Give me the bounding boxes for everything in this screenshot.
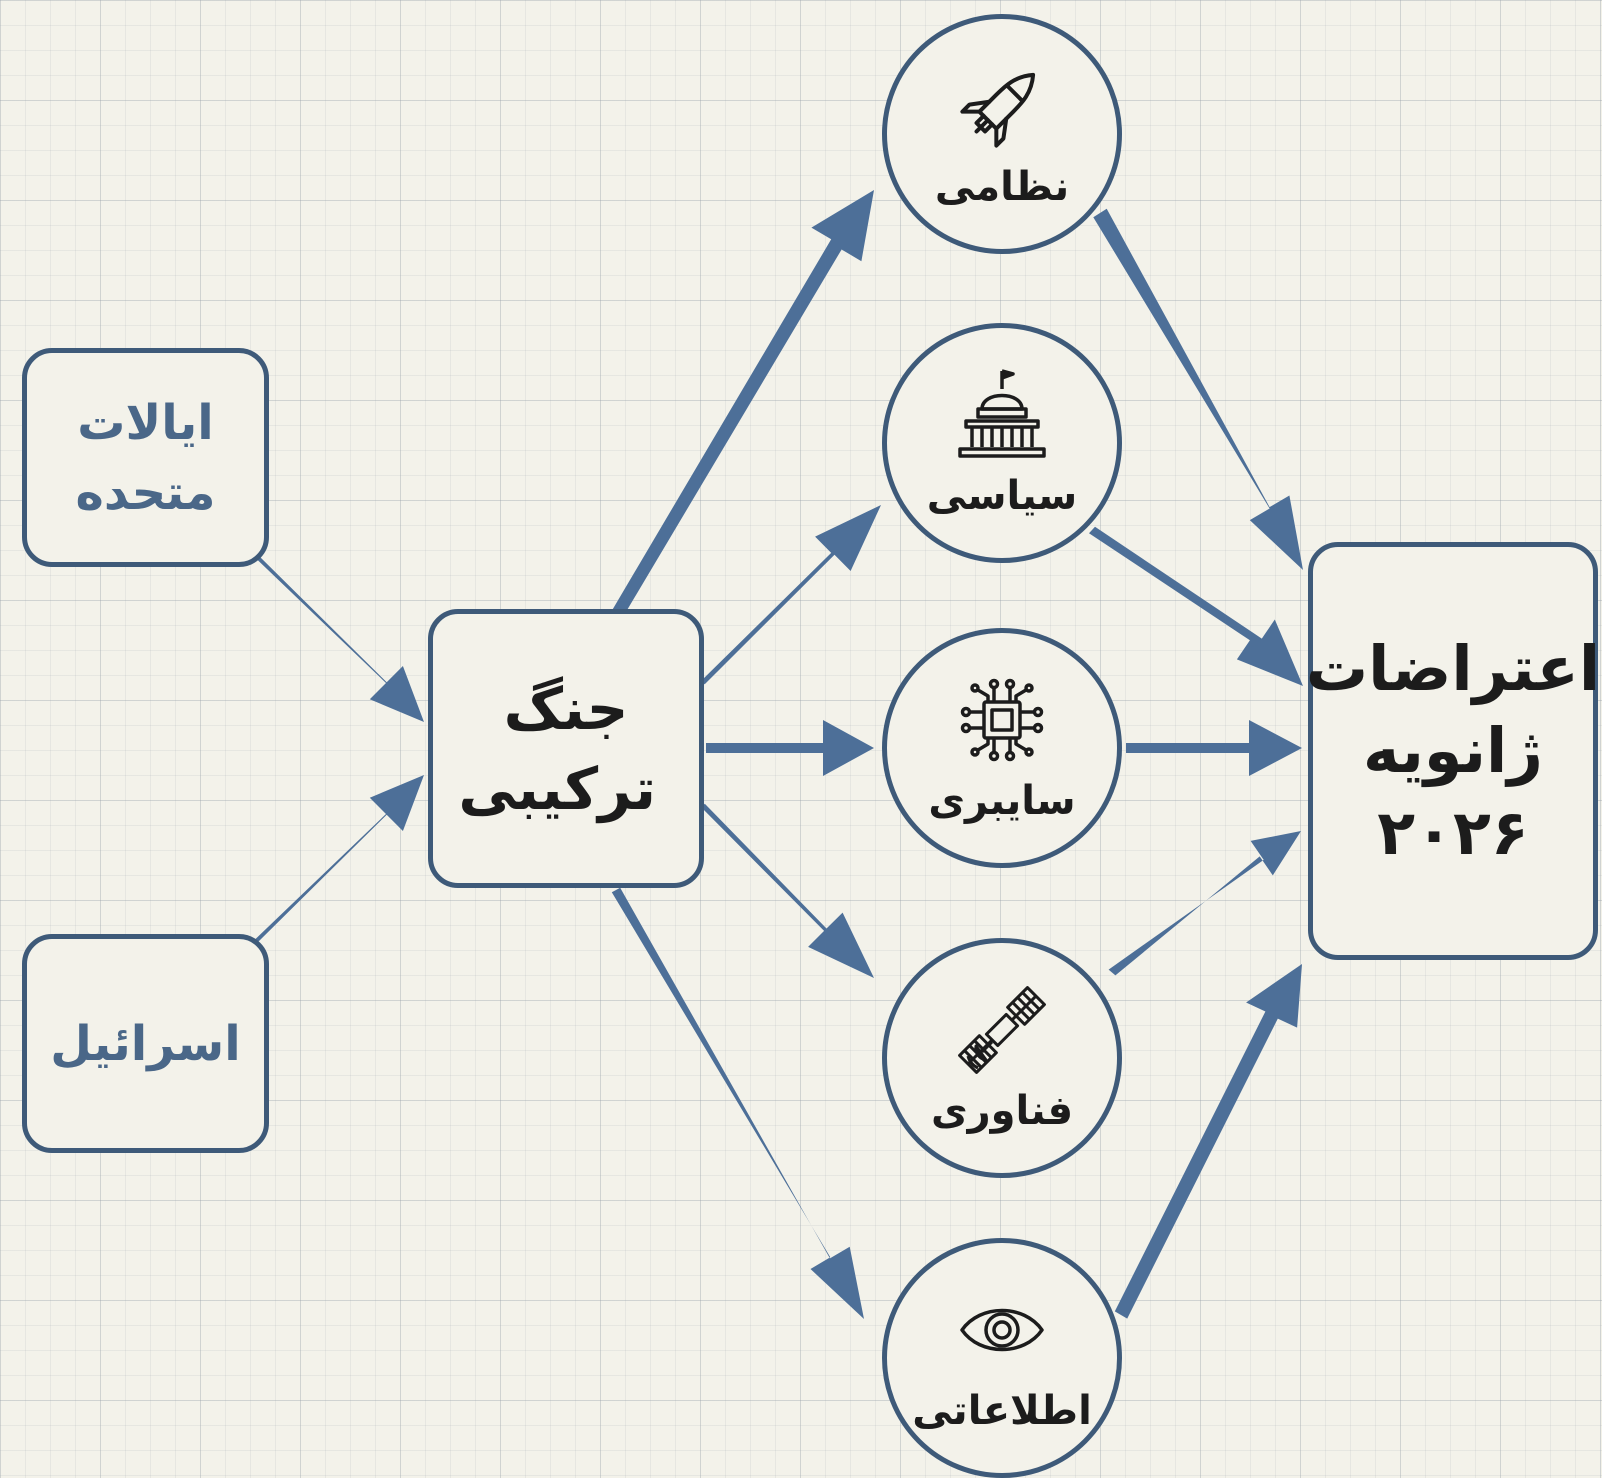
node-protests: اعتراضات ژانویه ۲۰۲۶ [1306,542,1600,960]
arrow-hub-to-technology [701,803,874,978]
node-political-label: سیاسی [926,473,1078,519]
capitol-building-icon [958,369,1046,458]
node-technology-label: فناوری [930,1088,1074,1134]
node-military: نظامی [882,14,1122,254]
arrow-political-to-target [1089,526,1303,686]
arrow-intelligence-to-target [1114,964,1302,1319]
satellite-icon [958,986,1046,1074]
arrow-hub-to-intelligence [611,887,864,1319]
rocket-icon [960,72,1036,148]
arrow-technology-to-target [1108,831,1301,976]
arrow-hub-to-military [611,190,874,618]
arrow-israel-to-hub [254,775,424,943]
node-cyber-label: سایبری [928,778,1076,824]
node-israel-label: اسرائیل [50,1015,241,1072]
arrow-hub-to-political [701,505,881,685]
node-political: سیاسی [882,323,1122,563]
arrow-cyber-to-target [1126,720,1302,776]
node-hybrid-war: جنگ ترکیبی [428,609,704,888]
target-label-line1: اعتراضات [1305,632,1601,705]
node-usa: ایالات متحده [22,348,269,567]
microchip-icon [960,678,1044,762]
node-hybrid-war-label: جنگ ترکیبی [458,674,656,823]
node-usa-label: ایالات متحده [75,394,216,521]
target-label-line2: ژانویه [1363,714,1543,787]
node-technology: فناوری [882,938,1122,1178]
node-intelligence: اطلاعاتی [882,1238,1122,1478]
arrow-military-to-target [1093,208,1303,571]
arrow-usa-to-hub [254,554,424,722]
arrow-hub-to-cyber [706,720,874,776]
eye-icon [960,1308,1044,1352]
node-military-label: نظامی [934,164,1070,210]
node-cyber: سایبری [882,628,1122,868]
target-label-line3: ۲۰۲۶ [1377,796,1529,869]
node-intelligence-label: اطلاعاتی [912,1388,1092,1434]
node-protests-label: اعتراضات ژانویه ۲۰۲۶ [1306,628,1600,874]
node-israel: اسرائیل [22,934,269,1153]
